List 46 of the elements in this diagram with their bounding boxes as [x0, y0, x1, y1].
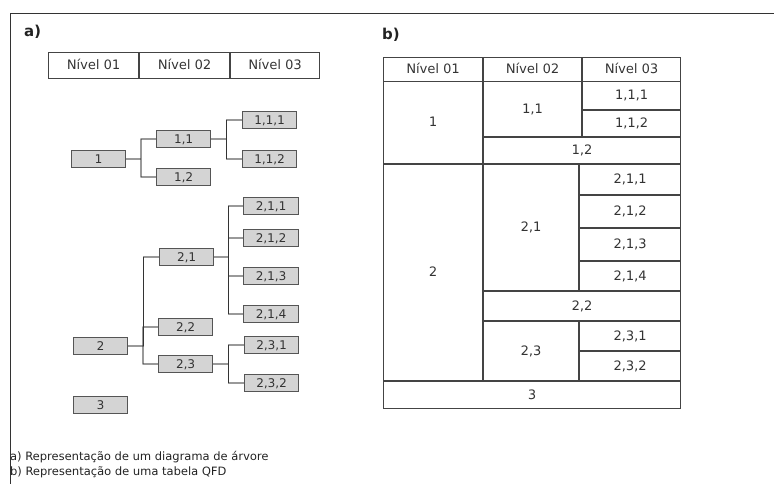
table-cell: 1,2	[483, 137, 681, 164]
table-cell: 1,1,2	[582, 110, 681, 137]
table-cell: 2,1,3	[579, 228, 681, 261]
table-cell: 2,1,1	[579, 164, 681, 195]
tree-node-box: 1,1	[156, 130, 211, 148]
tree-node-box: 2,3,2	[244, 374, 299, 392]
connector-line	[128, 346, 158, 364]
column-header: Nível 02	[139, 52, 230, 79]
panel-label: b)	[382, 25, 400, 43]
table-cell: 1,1	[483, 81, 582, 137]
connector-line	[210, 138, 242, 160]
table-cell: 2,3,1	[579, 321, 681, 351]
tree-node-box: 2,1,1	[243, 197, 299, 215]
connector-line	[212, 364, 244, 384]
tree-node-box: 2	[73, 337, 128, 355]
column-header: Nível 03	[230, 52, 320, 79]
column-header: Nível 03	[582, 57, 681, 82]
tree-node-box: 2,1,2	[243, 229, 299, 247]
table-cell: 2,1,2	[579, 195, 681, 228]
table-cell: 1	[383, 81, 483, 164]
tree-node-box: 1	[71, 150, 126, 168]
table-cell: 2,3,2	[579, 351, 681, 381]
connector-line	[126, 158, 156, 178]
table-cell: 2,1	[483, 164, 579, 291]
tree-node-box: 2,2	[158, 318, 213, 336]
tree-node-box: 2,1,4	[243, 305, 299, 323]
table-cell: 2,1,4	[579, 261, 681, 291]
tree-node-box: 2,1,3	[243, 267, 299, 285]
table-cell: 2,3	[483, 321, 579, 381]
tree-node-box: 2,3	[158, 355, 213, 373]
connector-line	[214, 256, 244, 314]
tree-node-box: 1,1,2	[242, 150, 297, 168]
column-header: Nível 02	[483, 57, 582, 82]
column-header: Nível 01	[383, 57, 483, 82]
panel-label: a)	[24, 22, 41, 40]
table-cell: 2	[383, 164, 483, 381]
tree-node-box: 3	[73, 396, 128, 414]
table-cell: 3	[383, 381, 681, 409]
tree-node-box: 1,1,1	[242, 111, 297, 129]
tree-node-box: 2,3,1	[244, 336, 299, 354]
column-header: Nível 01	[48, 52, 139, 79]
tree-node-box: 1,2	[156, 168, 211, 186]
tree-node-box: 2,1	[159, 248, 214, 266]
caption-text: b) Representação de uma tabela QFD	[10, 464, 226, 478]
table-cell: 1,1,1	[582, 81, 681, 110]
table-cell: 2,2	[483, 291, 681, 321]
